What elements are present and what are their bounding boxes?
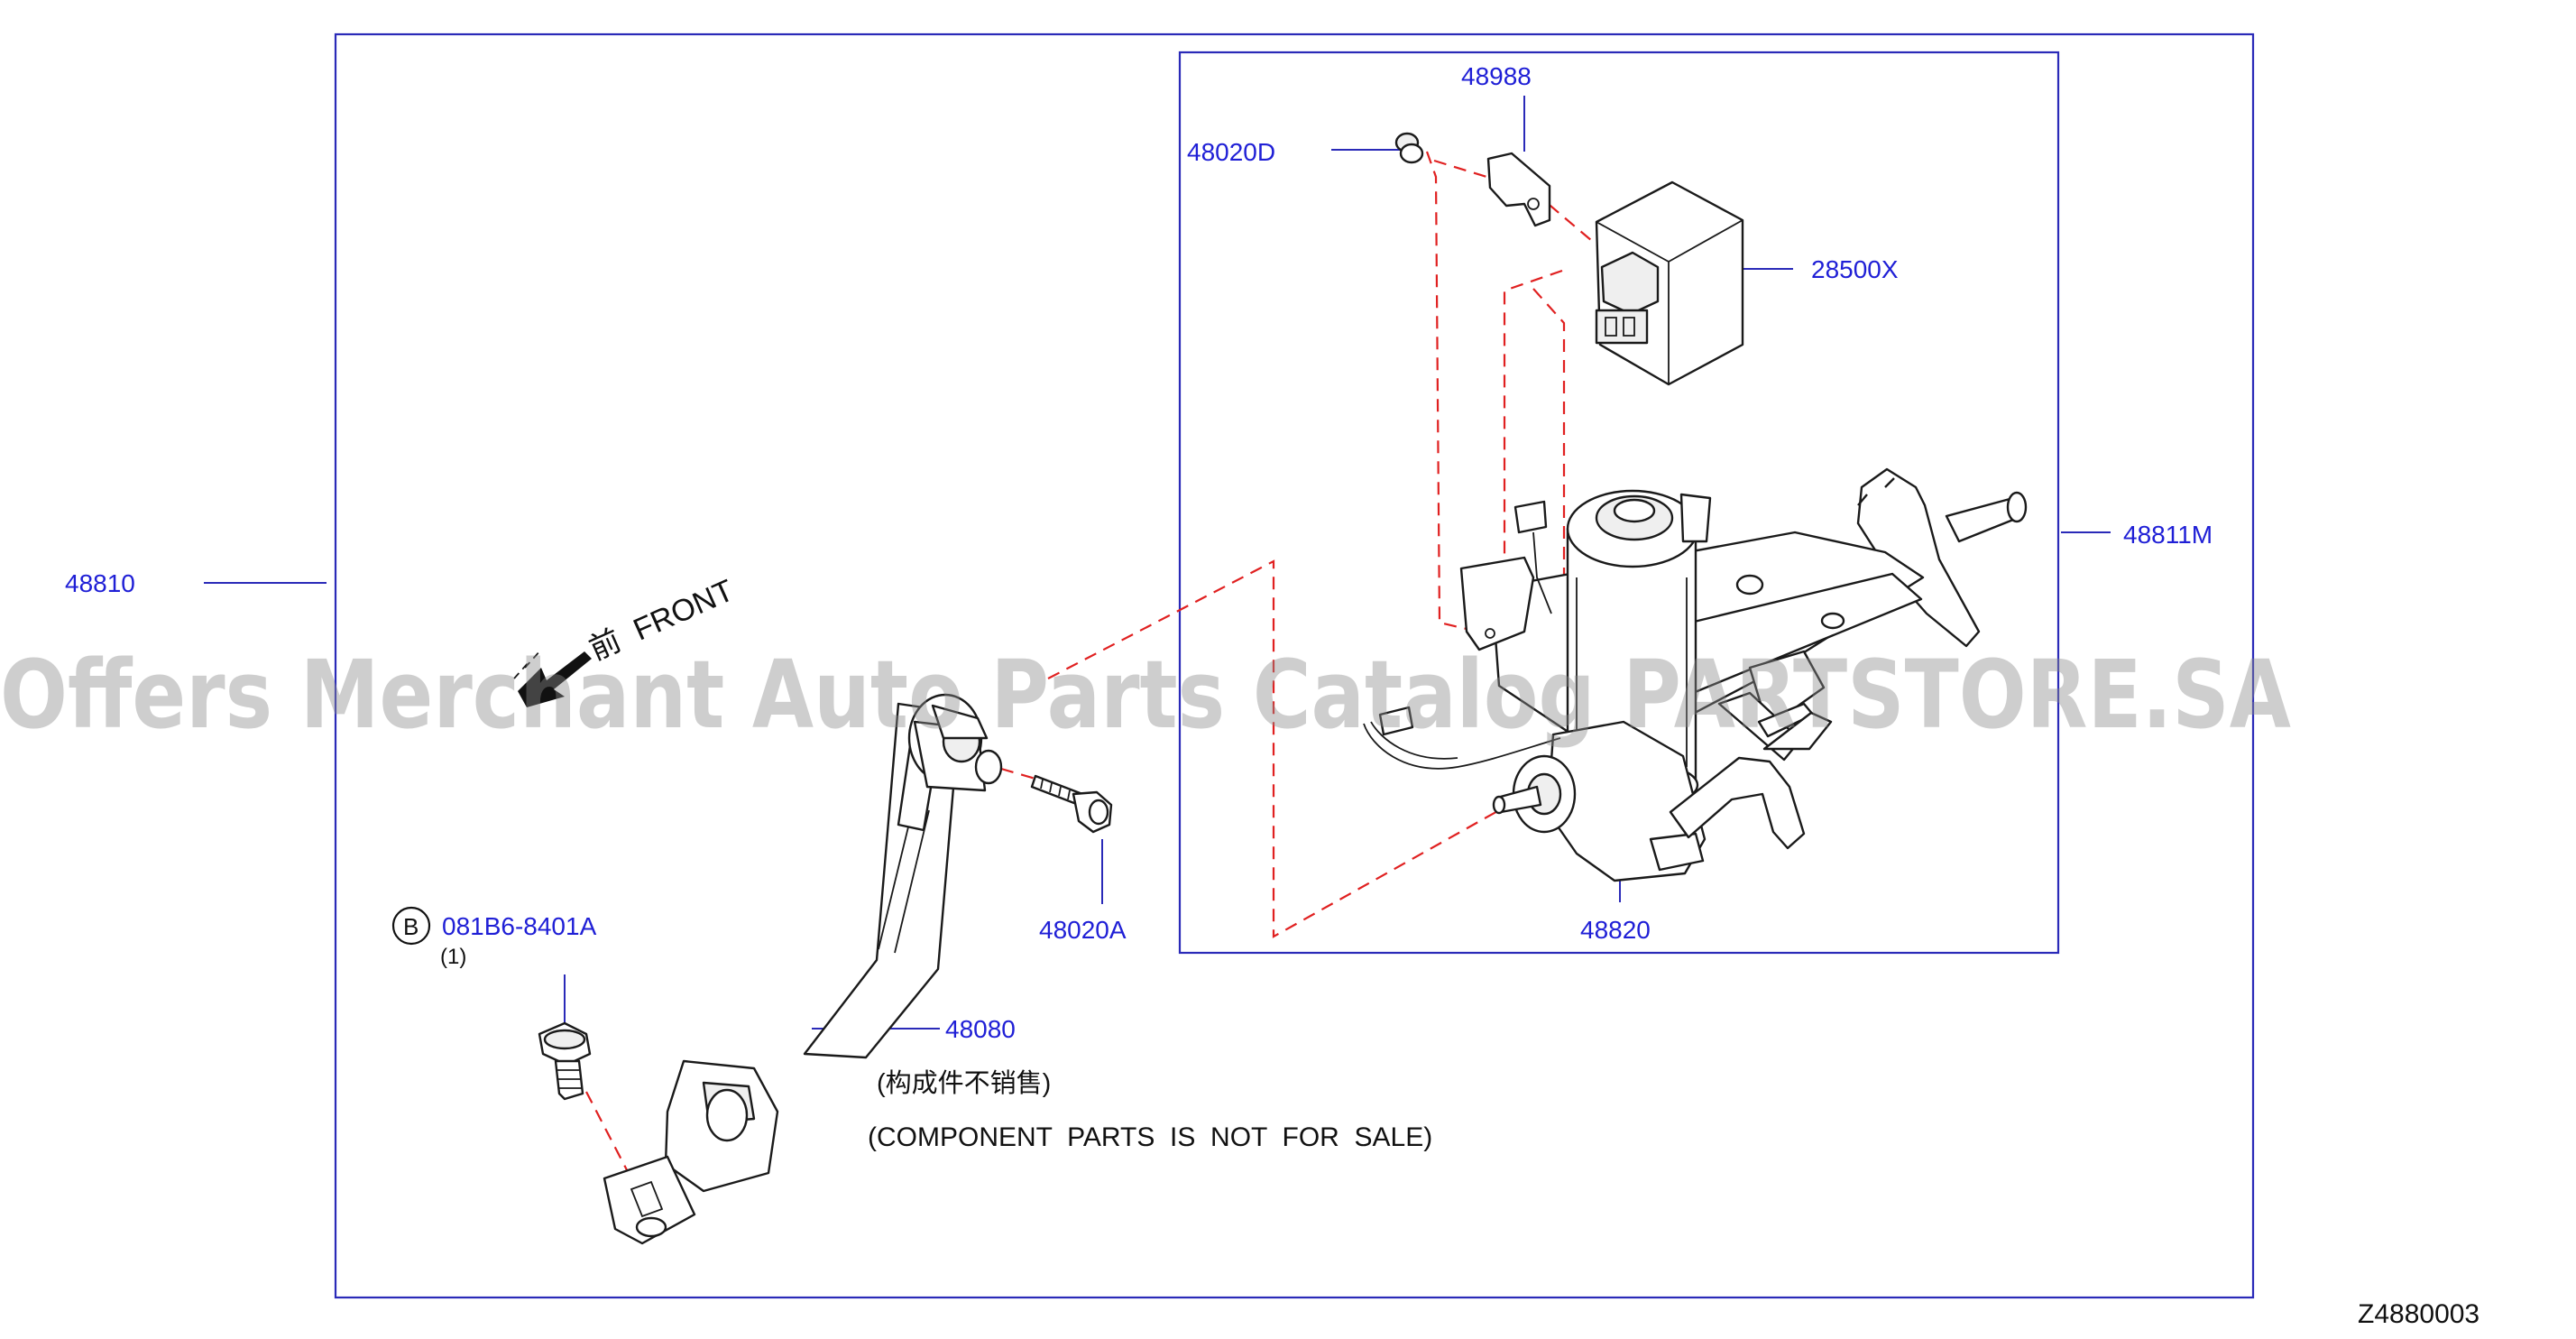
label-48080: 48080 [945,1015,1016,1043]
steering-column-48811M [1363,467,2028,882]
intermediate-shaft-48080 [603,693,1003,1245]
bolt-48020A [1030,774,1113,834]
label-081B6-8401A: 081B6-8401A [442,912,597,940]
diagram-code: Z4880003 [2358,1299,2479,1329]
dash-28500X-b [1532,288,1566,592]
bracket-48988 [1486,152,1551,227]
control-unit-28500X [1595,180,1744,386]
note-english: (COMPONENT PARTS IS NOT FOR SALE) [868,1122,1432,1152]
label-48988: 48988 [1461,62,1532,90]
label-081B6-qty: (1) [440,945,466,969]
label-48811M: 48811M [2123,521,2213,549]
dash-shaft-joint [1047,559,1516,938]
bolt-081B6-8401A [538,1021,592,1101]
front-en-text: FRONT [629,573,739,647]
badge-B: B [391,906,431,946]
label-48020D: 48020D [1187,138,1275,166]
label-48020A: 48020A [1039,916,1127,944]
dash-28500X-a [1503,269,1563,605]
label-28500X: 28500X [1811,255,1899,283]
outer-frame [334,32,2255,1299]
nut-48020D [1394,132,1424,164]
note-chinese: (构成件不销售) [877,1068,1051,1098]
label-48810: 48810 [65,569,135,597]
watermark-text: Offers Merchant Auto Parts Catalog PARTS… [0,640,2291,750]
front-arrow [513,649,592,707]
inner-frame [1178,51,2060,955]
badge-B-letter: B [403,913,419,940]
label-48820: 48820 [1580,916,1651,944]
